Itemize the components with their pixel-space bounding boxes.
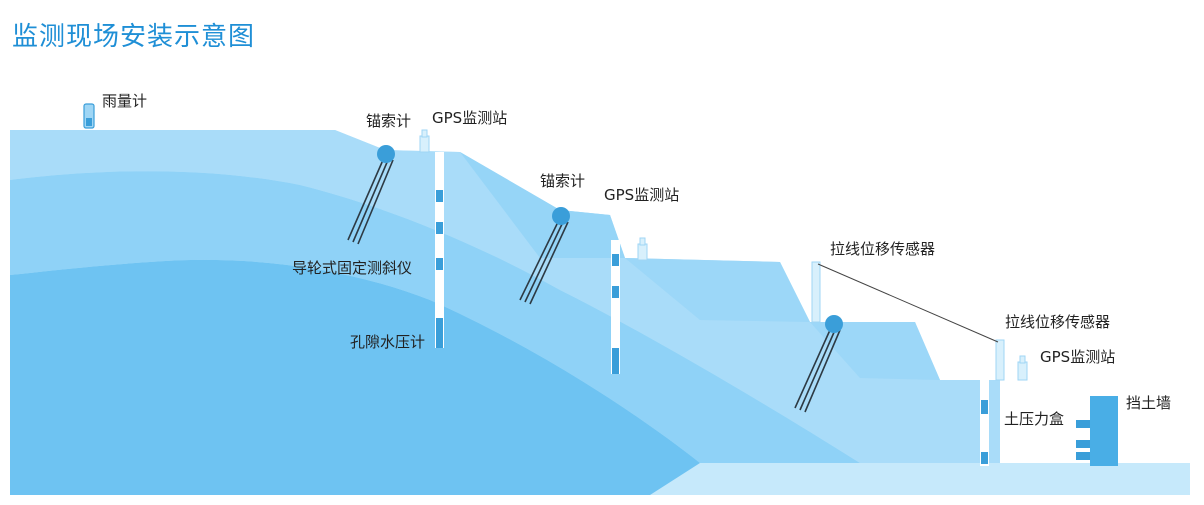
label-rain-gauge: 雨量计 xyxy=(102,92,148,110)
label-inclinometer: 导轮式固定测斜仪 xyxy=(292,259,413,277)
label-anchor-2: 锚索计 xyxy=(540,172,586,190)
gps-station-icon-3 xyxy=(1017,355,1028,381)
label-retaining-wall: 挡土墙 xyxy=(1126,394,1172,412)
label-wire-sensor-1: 拉线位移传感器 xyxy=(830,240,936,258)
ground-base-strip xyxy=(1000,463,1190,495)
anchor-head-2 xyxy=(552,207,570,225)
label-gps-3: GPS监测站 xyxy=(1040,348,1116,366)
lower-measurement-pole xyxy=(980,380,989,466)
wire-sensor-post-2 xyxy=(995,339,1005,381)
terrace-lower-highlight xyxy=(810,322,940,380)
terrace-upper-highlight xyxy=(460,152,625,258)
label-gps-2: GPS监测站 xyxy=(604,186,680,204)
page-title: 监测现场安装示意图 xyxy=(12,22,256,52)
soil-layer-middle xyxy=(10,171,860,463)
anchor-cable-icon xyxy=(347,159,394,245)
anchor-cable-icon-2 xyxy=(519,221,569,305)
retaining-wall-icon xyxy=(1090,396,1118,466)
gps-station-icon-2 xyxy=(637,237,648,261)
label-wire-sensor-2: 拉线位移传感器 xyxy=(1005,313,1111,331)
terrace-mid-highlight xyxy=(625,258,810,322)
label-gps-1: GPS监测站 xyxy=(432,109,508,127)
wire-sensor-cable xyxy=(817,263,999,343)
anchor-head-1 xyxy=(377,145,395,163)
label-piezometer: 孔隙水压计 xyxy=(350,333,426,351)
gps-station-icon xyxy=(419,129,430,153)
piezometer-pole xyxy=(611,240,620,374)
rain-gauge-icon xyxy=(83,103,95,129)
earth-pressure-cell-icons xyxy=(1076,420,1092,460)
wire-sensor-post-1 xyxy=(811,261,821,323)
anchor-cable-icon-3 xyxy=(794,329,841,413)
anchor-head-3 xyxy=(825,315,843,333)
label-anchor-1: 锚索计 xyxy=(366,112,412,130)
inclinometer-pole xyxy=(435,152,444,348)
soil-layer-upper xyxy=(10,130,1000,463)
soil-layer-bedrock xyxy=(10,259,700,495)
label-earth-pressure: 土压力盒 xyxy=(1004,410,1065,428)
